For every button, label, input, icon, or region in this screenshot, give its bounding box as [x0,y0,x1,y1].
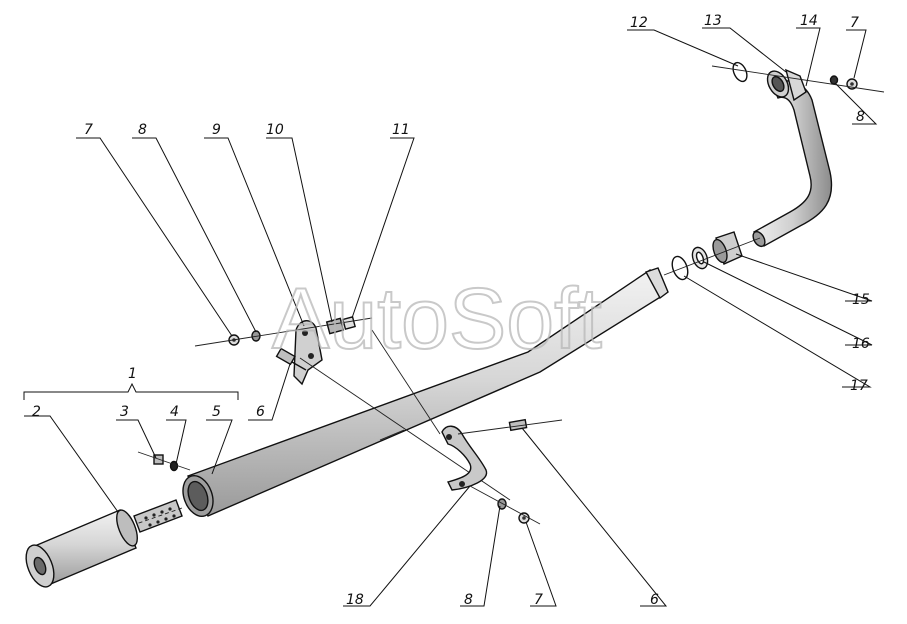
callout-8-top: 8 [856,109,865,125]
upper-bracket-9 [293,320,323,386]
gasket-ring-17 [671,255,689,281]
callout-3: 3 [120,404,129,420]
callout-8-left: 8 [138,122,147,138]
assembly-bracket [23,382,239,400]
front-pipe [752,68,833,248]
callout-8-bottom: 8 [464,592,473,608]
callout-1: 1 [128,366,137,382]
nut-10 [325,317,345,335]
callout-5: 5 [212,404,221,420]
callout-labels: 1 2 3 4 5 6 6 7 7 7 8 8 8 9 10 11 12 13 … [32,13,870,608]
callout-4: 4 [170,404,179,420]
silencer-body [182,267,669,518]
callout-2: 2 [32,404,41,420]
callout-10: 10 [266,122,284,138]
callout-18: 18 [346,592,364,608]
callout-7-bottom: 7 [534,592,543,608]
watermark-text: AutoSoft [272,271,602,367]
tail-pipe [25,499,183,588]
callout-17: 17 [850,378,868,394]
lower-clamp-18 [441,425,488,491]
bolt-6-lower [457,418,563,435]
leader-lines [24,27,878,607]
seal-ring-16 [691,246,709,270]
callout-15: 15 [852,292,870,308]
clamp-nut-15 [712,231,743,265]
callout-14: 14 [800,13,818,29]
nut-7-lower [518,512,530,524]
washer-8-lower [497,498,507,510]
callout-11: 11 [392,122,410,138]
callout-6-lower: 6 [650,592,659,608]
callout-7-left: 7 [84,122,93,138]
callout-6-upper: 6 [256,404,265,420]
bolt-6-upper [275,347,307,371]
nut-11 [342,316,356,330]
washer-8-top [829,75,839,85]
callout-7-top: 7 [850,15,859,31]
callout-13: 13 [704,13,722,29]
callout-16: 16 [852,336,870,352]
callout-12: 12 [630,15,648,31]
callout-9: 9 [212,122,221,138]
front-pipe-ring-12 [732,61,748,83]
